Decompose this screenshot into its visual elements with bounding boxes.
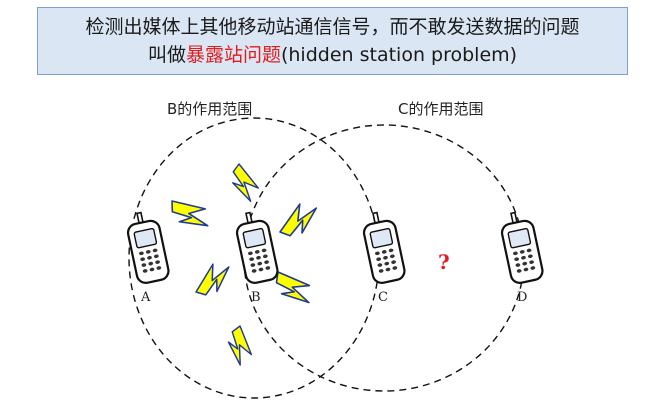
mobile-phone-icon	[232, 208, 281, 286]
node-label-d: D	[517, 290, 528, 305]
title-prefix: 叫做	[147, 44, 186, 66]
title-highlight: 暴露站问题	[185, 44, 281, 66]
title-suffix: (hidden station problem)	[280, 44, 518, 66]
lightning-bolt-icon	[192, 257, 235, 303]
lightning-bolt-icon	[165, 196, 214, 233]
title-line-1: 检测出媒体上其他移动站通信信号，而不敢发送数据的问题	[85, 16, 580, 38]
range-label-c: C的作用范围	[398, 100, 484, 118]
node-label-a: A	[141, 290, 151, 305]
title-line-2: 叫做暴露站问题(hidden station problem)	[38, 41, 627, 69]
title-box: 检测出媒体上其他移动站通信信号，而不敢发送数据的问题 叫做暴露站问题(hidde…	[37, 7, 628, 75]
range-label-b: B的作用范围	[167, 100, 253, 118]
mobile-phone-icon	[359, 208, 408, 286]
mobile-phone-icon	[123, 208, 172, 286]
node-label-c: C	[378, 290, 388, 305]
mobile-phone-icon	[497, 208, 546, 286]
lightning-bolt-icon	[224, 324, 254, 368]
lightning-bolt-icon	[276, 197, 322, 245]
question-mark: ?	[438, 250, 450, 274]
node-label-b: B	[251, 290, 261, 305]
lightning-bolt-icon	[225, 161, 263, 205]
